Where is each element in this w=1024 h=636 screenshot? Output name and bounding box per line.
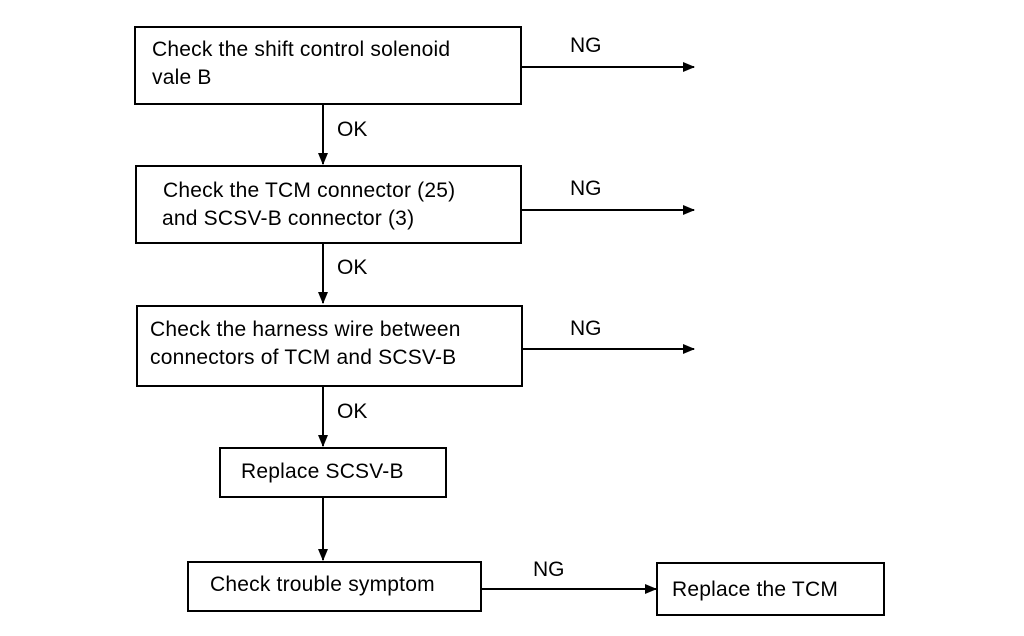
ng-label: NG [570, 177, 602, 200]
ng-label: NG [570, 34, 602, 57]
step-box-harness-wire: Check the harness wire between connector… [136, 305, 523, 387]
final-box-replace-tcm: Replace the TCM [656, 562, 885, 616]
step-text-line: and SCSV-B connector (3) [162, 207, 415, 230]
step-text-line: Check the TCM connector (25) [163, 179, 456, 202]
step-text-line: Check the harness wire between [150, 318, 461, 341]
step-text-line: Check the shift control solenoid [152, 38, 451, 61]
ng-label: NG [533, 558, 565, 581]
ng-label: NG [570, 317, 602, 340]
ok-label: OK [337, 118, 368, 141]
step-text-line: Replace SCSV-B [241, 460, 404, 483]
step-box-tcm-connector: Check the TCM connector (25) and SCSV-B … [135, 165, 522, 244]
step-text-line: vale B [152, 66, 212, 89]
step-box-trouble-symptom: Check trouble symptom [187, 561, 482, 612]
step-box-replace-scsv: Replace SCSV-B [219, 447, 447, 498]
ok-label: OK [337, 400, 368, 423]
step-text-line: connectors of TCM and SCSV-B [150, 346, 457, 369]
final-text-line: Replace the TCM [672, 578, 839, 601]
step-box-shift-solenoid: Check the shift control solenoid vale B [134, 26, 522, 105]
ok-label: OK [337, 256, 368, 279]
step-text-line: Check trouble symptom [210, 573, 435, 596]
